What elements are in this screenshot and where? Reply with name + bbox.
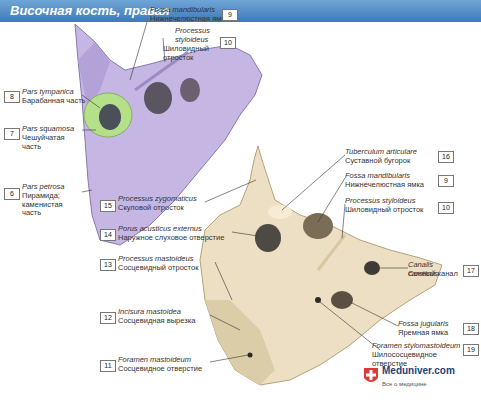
callout-number: 14 xyxy=(100,229,116,241)
latin-label: Processus zygomaticus xyxy=(118,195,218,204)
latin-label: Fossa mandibularis xyxy=(150,6,222,15)
latin-label: Pars squamosa xyxy=(22,125,82,134)
russian-label: Барабанная часть xyxy=(22,97,92,106)
callout-number: 7 xyxy=(4,128,20,140)
latin-label: Pars petrosa xyxy=(22,183,82,192)
jugular-fossa xyxy=(331,291,353,309)
watermark-slogan: Все о медицине xyxy=(382,380,472,389)
latin-label: Processus styloideus xyxy=(175,27,220,44)
callout-number: 10 xyxy=(438,202,454,214)
callout-number: 8 xyxy=(4,91,20,103)
latin-label: Processus mastoideus xyxy=(118,255,218,264)
porus-acusticus xyxy=(255,224,281,252)
russian-label: Шиловидный отросток xyxy=(345,206,435,215)
latin-label: Fossa jugularis xyxy=(398,320,460,329)
russian-label: Сосцевидный отросток xyxy=(118,264,218,273)
latin-label: Processus styloideus xyxy=(345,197,430,206)
callout-number: 16 xyxy=(438,151,454,163)
russian-label: Нижнечелюстная ямка xyxy=(345,181,435,190)
callout-number: 17 xyxy=(463,265,479,277)
callout-number: 11 xyxy=(100,360,116,372)
callout-number: 19 xyxy=(463,344,479,356)
logo-shield xyxy=(364,368,378,382)
callout-number: 12 xyxy=(100,312,116,324)
latin-label: Porus acusticus externus xyxy=(118,225,230,234)
callout-number: 9 xyxy=(438,175,454,187)
mandibular-fossa-left xyxy=(144,82,172,114)
russian-label: Нижнечелюстная ямка xyxy=(150,15,230,24)
callout-number: 15 xyxy=(100,200,116,212)
callout-number: 9 xyxy=(222,9,238,21)
latin-label: Fossa mandibularis xyxy=(345,172,435,181)
latin-label: Incisura mastoidea xyxy=(118,308,208,317)
russian-label: Чешуйчатая часть xyxy=(22,134,67,151)
mastoid-foramen xyxy=(248,353,253,358)
logo-cross xyxy=(366,374,376,377)
latin-label: Foramen mastoideum xyxy=(118,356,208,365)
carotid-canal xyxy=(364,261,380,275)
russian-label: Сосцевидное отверстие xyxy=(118,365,218,374)
callout-number: 6 xyxy=(4,188,20,200)
latin-label: Tuberculum articulare xyxy=(345,148,435,157)
russian-label: Яремная ямка xyxy=(398,329,460,338)
title-band: Височная кость, правая xyxy=(0,0,481,22)
russian-label: Сосцевидная вырезка xyxy=(118,317,218,326)
russian-label: Сонный канал xyxy=(408,270,463,279)
mandibular-fossa-right xyxy=(303,213,333,239)
watermark: Meduniver.com xyxy=(382,367,472,376)
russian-label: Пирамида; каменистая часть xyxy=(22,192,72,218)
styloid-right xyxy=(318,235,345,270)
fossa-rim xyxy=(180,78,200,102)
articular-tubercle xyxy=(268,205,292,219)
russian-label: Суставной бугорок xyxy=(345,157,435,166)
callout-number: 10 xyxy=(220,37,236,49)
russian-label: Скуловой отросток xyxy=(118,204,208,213)
callout-number: 13 xyxy=(100,259,116,271)
latin-label: Pars tympanica xyxy=(22,88,82,97)
acoustic-opening xyxy=(99,104,121,130)
title: Височная кость, правая xyxy=(10,3,170,18)
russian-label: Наружное слуховое отверстие xyxy=(118,234,238,243)
russian-label: Шилососцевидное отверстие xyxy=(372,351,462,368)
mastoid-shade xyxy=(205,300,275,385)
latin-label: Foramen stylomastoideum xyxy=(372,342,462,351)
callout-number: 18 xyxy=(463,323,479,335)
tympanic-part xyxy=(84,93,132,137)
